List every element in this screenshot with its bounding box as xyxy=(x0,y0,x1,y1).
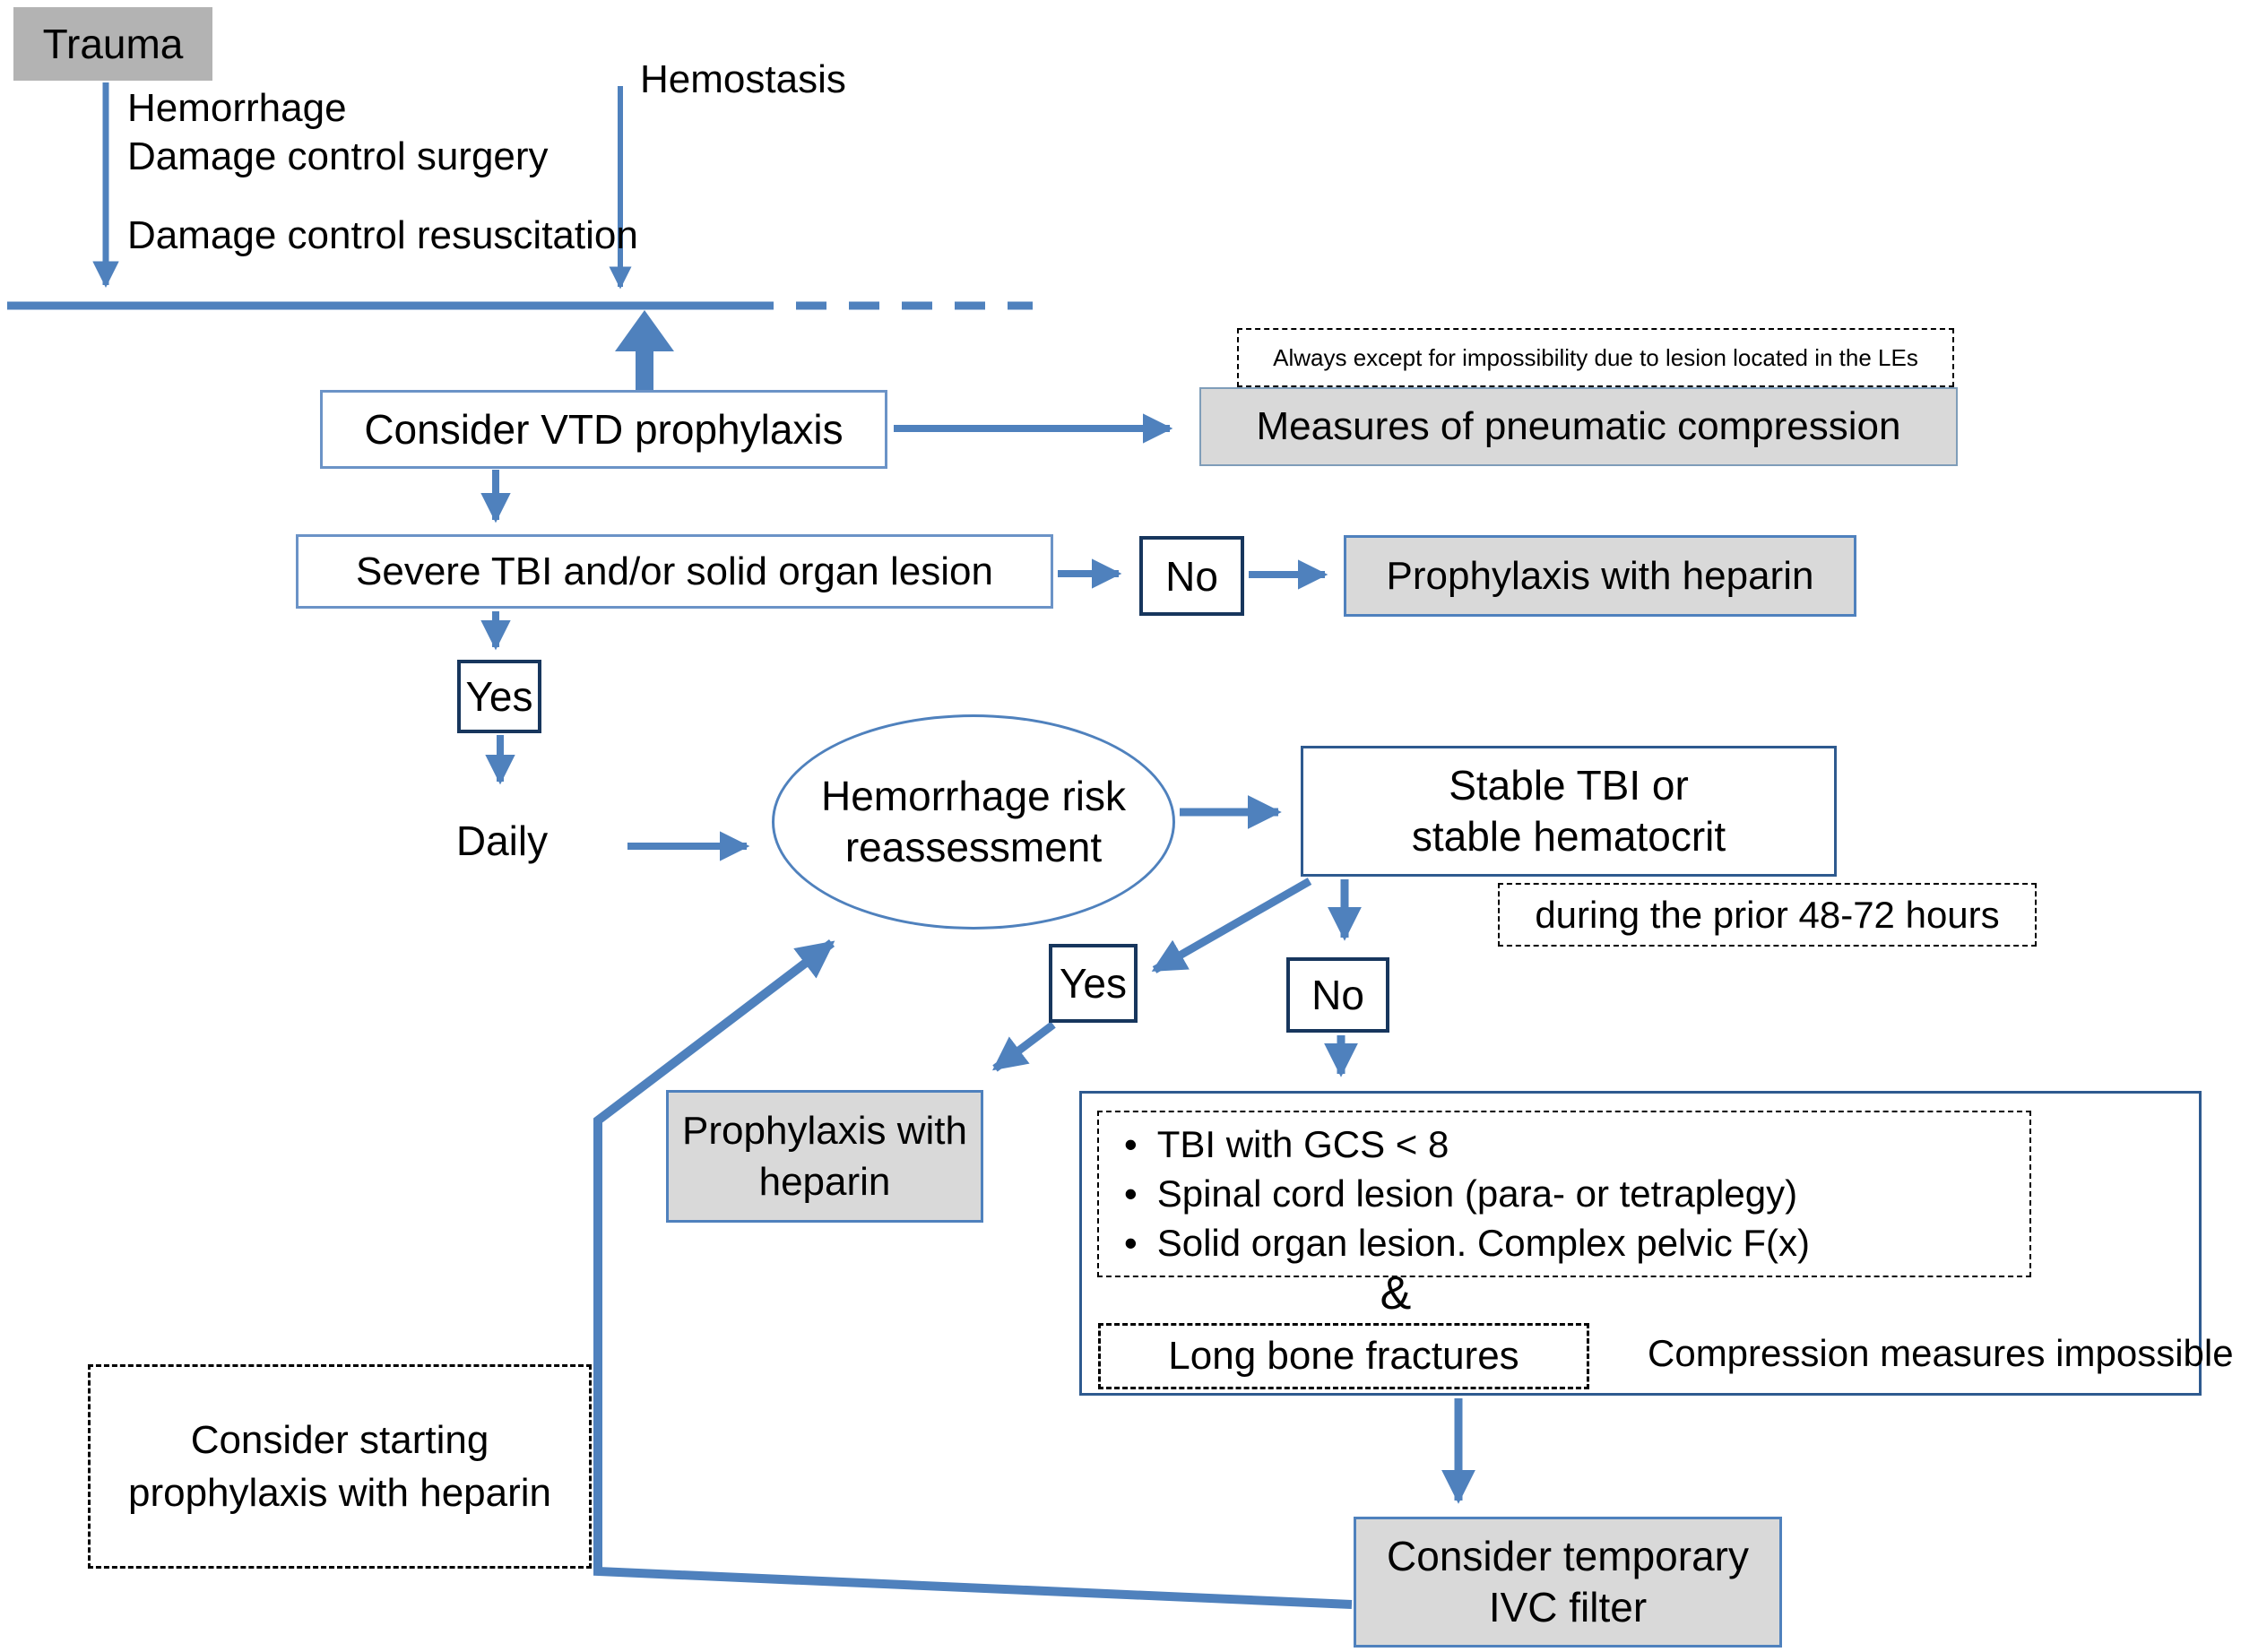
heparin-node-2: Prophylaxis with heparin xyxy=(666,1090,983,1223)
ivc-line1: Consider temporary xyxy=(1387,1532,1749,1579)
criteria-item-tbi: • TBI with GCS < 8 xyxy=(1124,1123,2029,1166)
criteria-item-label: Solid organ lesion. Complex pelvic F(x) xyxy=(1156,1222,1811,1265)
compression-impossible-label: Compression measures impossible xyxy=(1648,1332,2234,1374)
ampersand-label: & xyxy=(1380,1267,1412,1319)
ivc-filter-node: Consider temporary IVC filter xyxy=(1354,1517,1782,1648)
yes-node-2: Yes xyxy=(1049,944,1138,1023)
arrow-up-vtd-timeline xyxy=(615,310,674,391)
no-node-2: No xyxy=(1286,957,1389,1033)
hemorrhage-label: Hemorrhage xyxy=(127,86,347,130)
heparin2-line1: Prophylaxis with xyxy=(682,1108,967,1153)
bullet-icon: • xyxy=(1124,1122,1138,1165)
damage-control-resuscitation-label: Damage control resuscitation xyxy=(127,213,638,257)
arrow-yes2-to-heparin2 xyxy=(991,1021,1056,1072)
consider-vtd-node: Consider VTD prophylaxis xyxy=(320,390,887,469)
ivc-line2: IVC filter xyxy=(1488,1584,1648,1630)
long-bone-fractures-node: Long bone fractures xyxy=(1098,1323,1589,1389)
stable-tbi-node: Stable TBI or stable hematocrit xyxy=(1301,746,1837,877)
criteria-item-label: Spinal cord lesion (para- or tetraplegy) xyxy=(1156,1172,1798,1215)
heparin2-line2: heparin xyxy=(758,1160,891,1204)
criteria-item-spinal: • Spinal cord lesion (para- or tetrapleg… xyxy=(1124,1172,2029,1215)
yes-node-1: Yes xyxy=(457,660,541,733)
reassessment-ellipse: Hemorrhage risk reassessment xyxy=(772,714,1175,930)
daily-label: Daily xyxy=(455,817,549,864)
reassessment-line2: reassessment xyxy=(844,824,1103,870)
consider-starting-line1: Consider starting xyxy=(190,1417,489,1462)
hemostasis-label: Hemostasis xyxy=(640,57,846,101)
criteria-list: • TBI with GCS < 8 • Spinal cord lesion … xyxy=(1097,1111,2031,1277)
stable-line2: stable hematocrit xyxy=(1411,813,1726,860)
during-prior-note: during the prior 48-72 hours xyxy=(1498,883,2037,947)
damage-control-surgery-label: Damage control surgery xyxy=(127,134,549,178)
always-except-note: Always except for impossibility due to l… xyxy=(1237,328,1954,387)
consider-starting-note: Consider starting prophylaxis with hepar… xyxy=(88,1364,592,1569)
bullet-icon: • xyxy=(1124,1172,1138,1215)
no-node-1: No xyxy=(1139,536,1244,616)
reassessment-line1: Hemorrhage risk xyxy=(821,772,1126,819)
consider-starting-line2: prophylaxis with heparin xyxy=(127,1471,552,1515)
criteria-item-label: TBI with GCS < 8 xyxy=(1156,1122,1449,1165)
heparin-node-1: Prophylaxis with heparin xyxy=(1344,535,1856,617)
severe-tbi-node: Severe TBI and/or solid organ lesion xyxy=(296,534,1053,609)
trauma-node: Trauma xyxy=(13,7,212,81)
pneumatic-compression-node: Measures of pneumatic compression xyxy=(1199,387,1958,466)
bullet-icon: • xyxy=(1124,1222,1138,1265)
criteria-item-solid-organ: • Solid organ lesion. Complex pelvic F(x… xyxy=(1124,1222,2029,1265)
stable-line1: Stable TBI or xyxy=(1449,761,1689,809)
